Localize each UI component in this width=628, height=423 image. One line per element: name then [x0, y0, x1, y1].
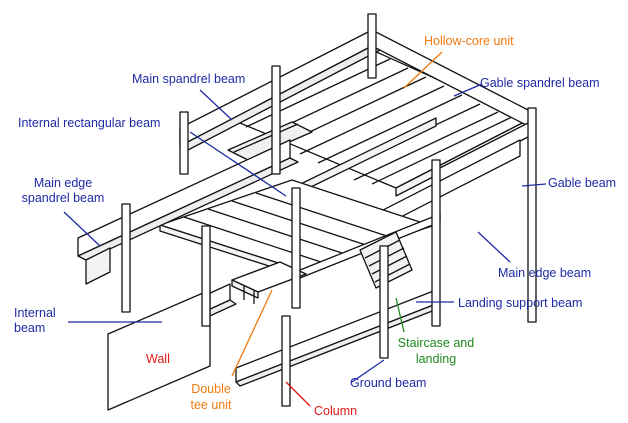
label-internal-rectangular-beam: Internal rectangular beam	[18, 116, 161, 130]
label-internal-beam-line-2: beam	[14, 321, 46, 335]
label-staircase-line-2: landing	[415, 352, 457, 366]
leader-gable-beam	[521, 183, 547, 187]
label-double-tee-unit-line-1: Double	[191, 382, 231, 396]
leader-main-spandrel	[199, 89, 233, 121]
label-staircase-line-1: Staircase and	[397, 336, 475, 350]
leader-lines	[63, 51, 547, 407]
leader-internal-rect	[189, 131, 287, 197]
wall-panel	[107, 289, 211, 411]
leader-hollow-core	[403, 51, 443, 89]
label-main-spandrel-beam: Main spandrel beam	[132, 72, 246, 86]
leader-column	[285, 381, 311, 407]
leader-main-edge-spandrel	[63, 211, 101, 247]
label-column: Column	[314, 404, 358, 418]
main-edge-spandrel-beam	[77, 139, 299, 285]
leader-double-tee	[231, 289, 273, 377]
label-main-edge-spandrel-beam-line-2: spandrel beam	[21, 191, 105, 205]
leader-main-edge-beam	[477, 231, 511, 263]
label-hollow-core-unit: Hollow-core unit	[424, 34, 514, 48]
columns	[121, 13, 537, 407]
label-gable-spandrel-beam: Gable spandrel beam	[480, 76, 600, 90]
label-internal-beam-line-1: Internal	[14, 306, 56, 320]
label-gable-beam: Gable beam	[548, 176, 617, 190]
label-ground-beam: Ground beam	[350, 376, 427, 390]
leader-staircase	[395, 297, 405, 333]
label-main-edge-spandrel-beam-line-1: Main edge	[33, 176, 93, 190]
label-wall: Wall	[146, 352, 170, 366]
leader-ground-beam	[351, 359, 385, 383]
leader-gable-spandrel	[453, 83, 483, 97]
label-double-tee-unit-line-2: tee unit	[190, 398, 232, 412]
double-tee-unit	[231, 261, 307, 304]
label-landing-support-beam: Landing support beam	[458, 296, 583, 310]
label-main-edge-beam: Main edge beam	[498, 266, 592, 280]
